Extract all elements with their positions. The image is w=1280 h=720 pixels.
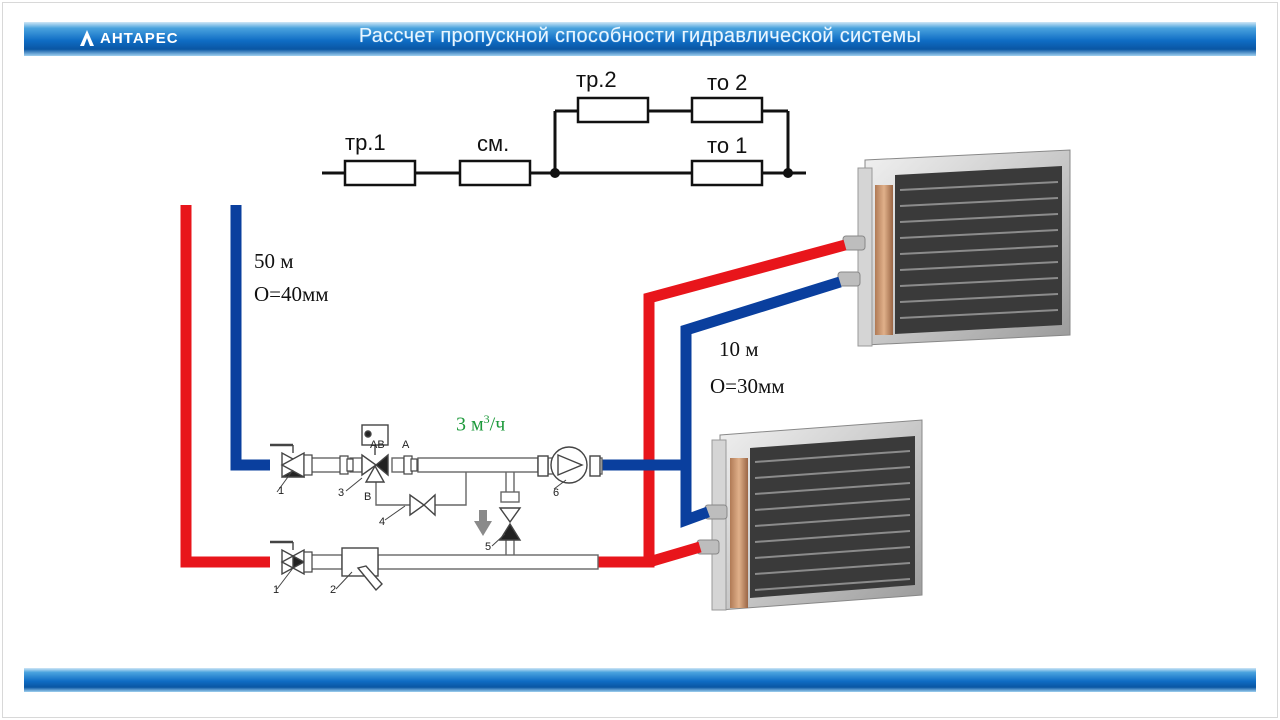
three-way-mixing-valve: [361, 424, 389, 483]
schematic-to2-resistor: [690, 96, 764, 124]
supply-pipes: [180, 205, 847, 568]
heat-exchanger-2: [696, 419, 923, 611]
flow-rate-unit: /ч: [489, 413, 506, 436]
flanges: [303, 454, 418, 573]
label-n4: 4: [379, 516, 385, 528]
return-pipes: [230, 205, 842, 528]
branch-length-label: 10 м: [719, 337, 759, 361]
schematic-label-to2: то 2: [707, 70, 748, 95]
label-b: В: [364, 491, 371, 503]
leader-lines: [276, 469, 567, 590]
schematic-label-tr2: тр.2: [576, 67, 617, 92]
ball-valve-top: [270, 443, 306, 479]
label-a: А: [402, 439, 410, 451]
schematic-label-sm: см.: [477, 131, 510, 156]
main-length-label: 50 м: [254, 249, 294, 273]
bypass-valve: [409, 493, 436, 517]
ball-valve-bottom: [270, 540, 306, 576]
return-from-exchangers-pipe: [602, 276, 842, 471]
label-n2: 2: [330, 584, 336, 596]
flow-rate-value: 3 м: [456, 413, 484, 436]
supply-to-exchanger-2-pipe: [647, 541, 702, 568]
flow-rate-exponent: 3: [483, 412, 490, 426]
label-n6: 6: [553, 487, 559, 499]
branch-diameter-label: О=30мм: [710, 374, 785, 398]
unit-labels: АВ А В 1 1 2 3 4 5 6: [273, 439, 559, 596]
flow-arrow-icon: [474, 510, 492, 536]
label-n1-top: 1: [278, 485, 284, 497]
heat-exchanger-1: [837, 149, 1071, 347]
schematic-sm-resistor: [458, 159, 532, 187]
logo-mark-icon: [80, 30, 94, 46]
strainer-filter: [341, 547, 383, 592]
schematic-node-left: [550, 168, 560, 178]
circulation-pump: [537, 446, 601, 484]
return-from-exchanger-2-pipe: [680, 465, 710, 528]
footer-band: [24, 668, 1256, 692]
logo: АНТАРЕС: [80, 27, 179, 49]
supply-main-pipe: [180, 205, 270, 568]
schematic: [322, 96, 806, 187]
supply-to-exchangers-pipe: [598, 239, 847, 568]
return-main-pipe: [230, 205, 270, 471]
schematic-label-to1: то 1: [707, 133, 748, 158]
logo-text: АНТАРЕС: [100, 29, 179, 47]
schematic-node-right: [783, 168, 793, 178]
main-diameter-label: О=40мм: [254, 282, 329, 306]
schematic-tr2-resistor: [576, 96, 650, 124]
label-ab: АВ: [370, 439, 385, 451]
balancing-valve: [498, 507, 522, 541]
label-n1-bottom: 1: [273, 584, 279, 596]
schematic-label-tr1: тр.1: [345, 130, 386, 155]
flow-rate-label: 3 м3/ч: [456, 412, 505, 437]
page-title: Рассчет пропускной способности гидравлич…: [358, 25, 922, 47]
label-n3: 3: [338, 487, 344, 499]
label-n5: 5: [485, 541, 491, 553]
schematic-to1-resistor: [690, 159, 764, 187]
schematic-tr1-resistor: [343, 159, 417, 187]
header-band: [24, 22, 1256, 56]
